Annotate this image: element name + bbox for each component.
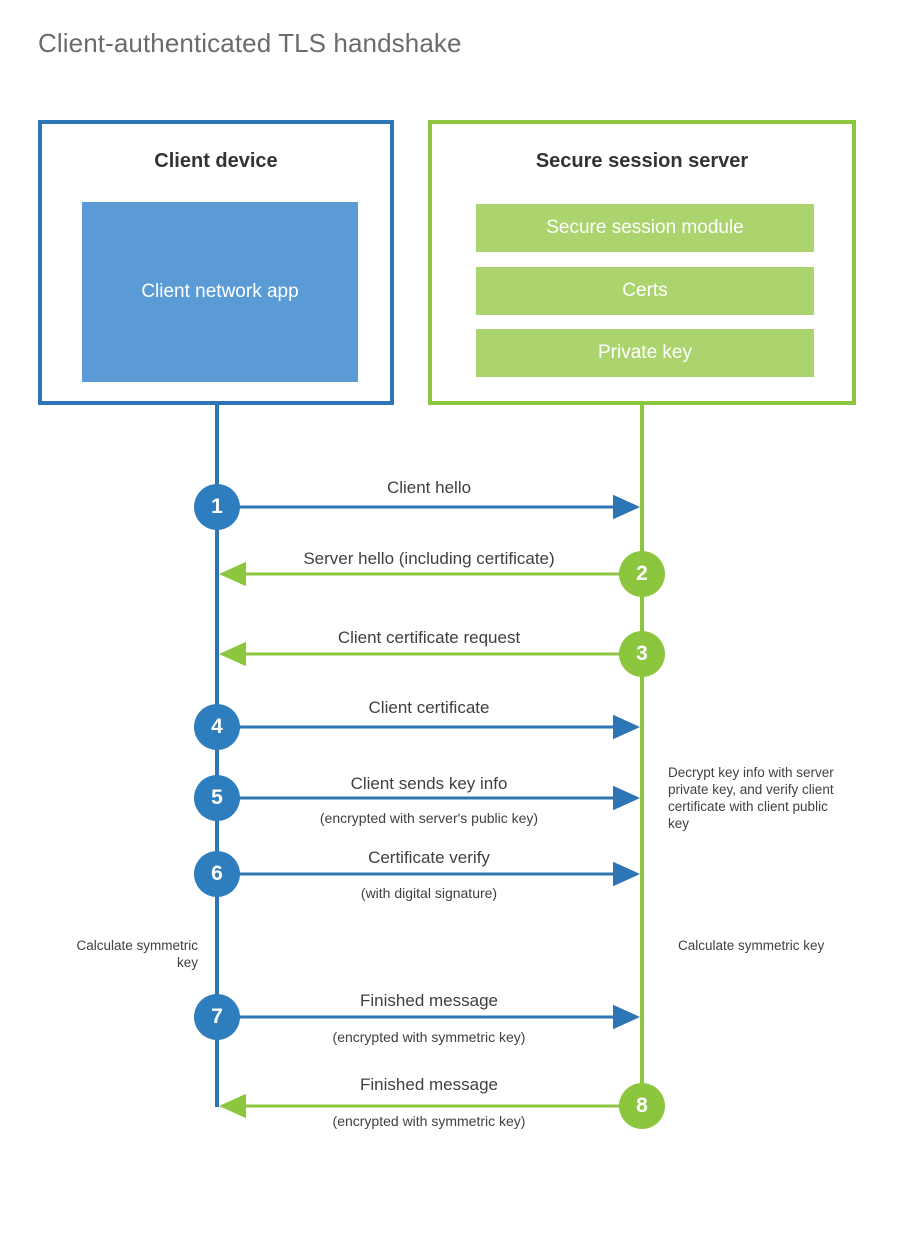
secure-session-server-title: Secure session server: [535, 150, 749, 172]
client-device-title: Client device: [154, 150, 278, 172]
server-decrypt-note: Decrypt key info with server private key…: [668, 765, 834, 831]
message-sublabel-6: (with digital signature): [360, 885, 498, 901]
secure-session-server-box: Secure session server Secure session mod…: [428, 120, 856, 405]
message-label-3: Client certificate request: [337, 628, 521, 647]
message-label-5: Client sends key info: [350, 774, 508, 793]
step-circle-5[interactable]: 5: [194, 775, 240, 821]
step-circle-3[interactable]: 3: [619, 631, 665, 677]
message-sublabel-5: (encrypted with server's public key): [319, 810, 539, 826]
step-circle-2[interactable]: 2: [619, 551, 665, 597]
step-circle-6[interactable]: 6: [194, 851, 240, 897]
server-module-certs: Certs: [476, 267, 814, 315]
message-sublabel-7: (encrypted with symmetric key): [332, 1029, 526, 1045]
message-label-7: Finished message: [360, 991, 498, 1010]
step-circle-1[interactable]: 1: [194, 484, 240, 530]
message-label-8: Finished message: [360, 1075, 498, 1094]
client-device-box: Client device Client network app: [38, 120, 394, 405]
step-circle-8[interactable]: 8: [619, 1083, 665, 1129]
client-network-app-block: Client network app: [82, 202, 358, 382]
step-circle-7[interactable]: 7: [194, 994, 240, 1040]
server-module-private-key: Private key: [476, 329, 814, 377]
client-calculate-symmetric-key-note: Calculate symmetric key: [76, 938, 198, 970]
message-label-4: Client certificate: [368, 698, 490, 717]
message-label-1: Client hello: [386, 478, 472, 497]
message-label-6: Certificate verify: [368, 848, 490, 867]
server-module-secure-session-module: Secure session module: [476, 204, 814, 252]
step-circle-4[interactable]: 4: [194, 704, 240, 750]
server-calculate-symmetric-key-note: Calculate symmetric key: [678, 938, 825, 953]
message-sublabel-8: (encrypted with symmetric key): [332, 1113, 526, 1129]
page-title: Client-authenticated TLS handshake: [38, 28, 462, 58]
message-label-2: Server hello (including certificate): [303, 549, 555, 568]
